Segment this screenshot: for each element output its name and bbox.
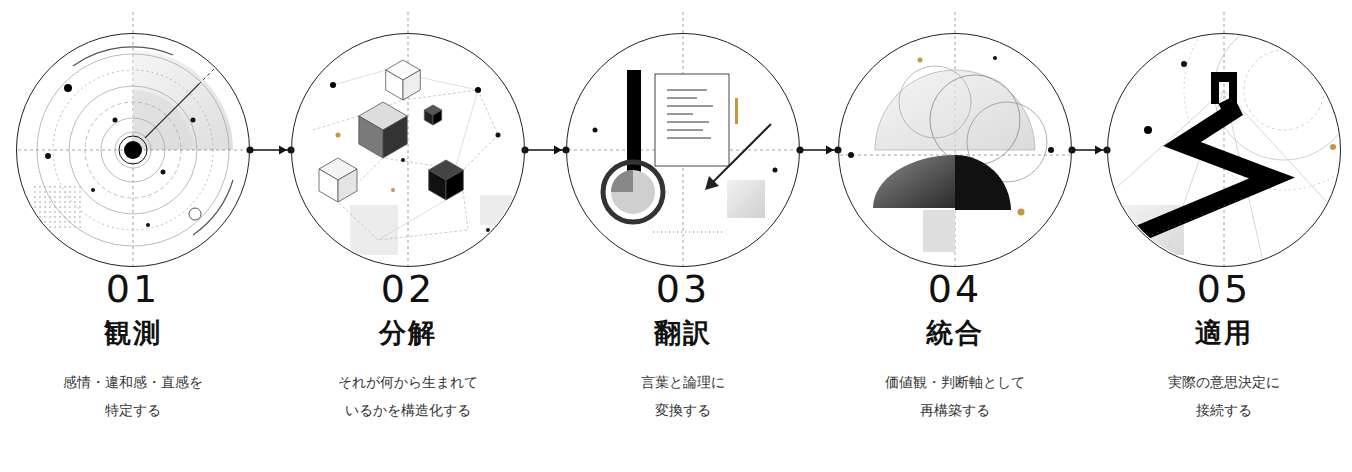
step-title: 統合 — [926, 316, 984, 350]
step-circle: 02分解それが何から生まれて いるかを構造化する — [291, 33, 525, 267]
circle-outline — [16, 33, 250, 267]
flow-arrow — [247, 146, 295, 155]
circle-outline-shape — [292, 34, 525, 267]
circle-outline-shape — [839, 34, 1072, 267]
step-description: それが何から生まれて いるかを構造化する — [335, 368, 481, 424]
circle-outline — [291, 33, 525, 267]
flow-arrowhead — [554, 146, 562, 155]
radar-illustration — [18, 47, 248, 246]
step-description: 感情・違和感・直感を 特定する — [60, 368, 206, 424]
step-number: 01 — [106, 267, 160, 311]
step-circle: 04統合価値観・判断軸として 再構築する — [838, 33, 1072, 267]
circle-outline — [1107, 33, 1341, 267]
flow-arrow — [1069, 146, 1111, 155]
flow-arrowhead — [1095, 146, 1103, 155]
circle-outline-shape — [1108, 34, 1341, 267]
step-circle: 01観測感情・違和感・直感を 特定する — [16, 33, 250, 267]
cubes-illustration — [313, 60, 512, 255]
step-title: 観測 — [104, 316, 162, 350]
step-description: 言葉と論理に 変換する — [638, 368, 728, 424]
step-number: 05 — [1197, 267, 1251, 311]
flow-arrowhead — [279, 146, 287, 155]
circle-outline — [838, 33, 1072, 267]
flow-arrow-dot — [1069, 147, 1076, 154]
quadrants-illustration — [840, 56, 1070, 252]
step-circle: 03翻訳言葉と論理に 変換する — [566, 33, 800, 267]
flow-arrow-dot — [797, 147, 804, 154]
circle-outline-shape — [567, 34, 800, 267]
flow-arrow — [522, 146, 570, 155]
step-description: 実際の意思決定に 接続する — [1165, 368, 1283, 424]
step-description: 価値観・判断軸として 再構築する — [882, 368, 1028, 424]
flow-arrow-dot — [522, 147, 529, 154]
accent-dot — [1330, 144, 1336, 150]
path-illustration — [1114, 0, 1352, 265]
step-number: 02 — [381, 267, 435, 311]
flow-arrow — [797, 146, 842, 155]
step-number: 03 — [656, 267, 710, 311]
circle-outline-shape — [17, 34, 250, 267]
crosshair-lines — [133, 12, 1224, 268]
flow-arrow-dot — [247, 147, 254, 154]
step-title: 分解 — [379, 316, 437, 350]
flow-arrowhead — [826, 146, 834, 155]
step-title: 翻訳 — [654, 316, 712, 350]
step-circle: 05適用実際の意思決定に 接続する — [1107, 33, 1341, 267]
step-number: 04 — [928, 267, 982, 311]
document-illustration — [568, 70, 798, 232]
step-title: 適用 — [1195, 316, 1253, 350]
circle-outline — [566, 33, 800, 267]
